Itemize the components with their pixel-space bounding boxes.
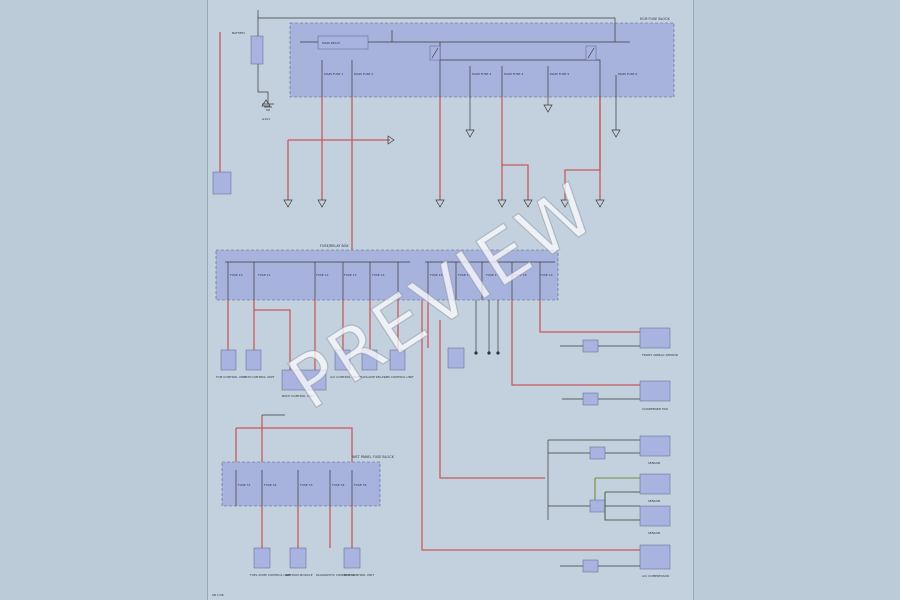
left-component-5-label: HEADLAMP RELAY (358, 375, 385, 379)
right-component-3-label: SENSOR (648, 461, 660, 465)
right-component-1-label: FRONT AIRBAG SENSOR (642, 353, 678, 357)
red-wire-g (502, 164, 529, 200)
mid-fuse-drops (227, 262, 541, 300)
top-fuse-taps (321, 60, 617, 97)
left-component-6 (389, 349, 406, 371)
ground-symbols (261, 99, 621, 208)
mid-fuse-label-1: FUSE 10 (230, 273, 243, 277)
lower-red-bus (235, 415, 353, 462)
mid-red-10 (439, 320, 545, 479)
lower-component-4-label: TCM CONTROL UNIT (343, 573, 374, 577)
left-component-5 (361, 349, 378, 371)
battery-label: BATTERY (232, 31, 245, 35)
battery-wire (257, 18, 269, 104)
top-module-label: ECM FUSE BLOCK (640, 17, 670, 21)
top-fuse-label-1: MAIN FUSE 1 (324, 72, 343, 76)
mid-component-abs (447, 347, 465, 369)
mid-red-11 (511, 300, 640, 386)
relay-2-contact (587, 47, 595, 59)
right-connectors (582, 339, 606, 573)
mid-fuse-label-2: FUSE 11 (258, 273, 271, 277)
mid-fuse-label-3: FUSE 12 (316, 273, 329, 277)
mid-black-13 (475, 300, 499, 352)
left-component-4-label: A/C CONTROL UNIT (330, 375, 359, 379)
left-component-6-label: ABS CONTROL UNIT (384, 375, 414, 379)
mid-module-label: FUSE/RELAY BOX (320, 244, 349, 248)
top-fuse-label-2: MAIN FUSE 2 (354, 72, 373, 76)
arrow-head (387, 135, 395, 145)
ground-symbol-left (262, 103, 274, 111)
mid-fuse-label-7: FUSE 16 (458, 273, 471, 277)
left-component-2 (245, 349, 262, 371)
lower-fuse-label-3: FUSE 33 (300, 483, 313, 487)
lower-fuse-label-1: FUSE 31 (238, 483, 251, 487)
mid-fuse-label-9: FUSE 18 (514, 273, 527, 277)
top-fuse-label-3: MAIN FUSE 3 (472, 72, 491, 76)
right-green-1 (594, 477, 640, 500)
right-component-4-label: SENSOR (648, 499, 660, 503)
lower-component-2-label: IGNITION MODULE (285, 573, 313, 577)
lower-red-out (261, 506, 353, 548)
left-component-1-label: TCM CONTROL UNIT (215, 375, 246, 379)
lower-components (253, 547, 361, 569)
mid-red-9 (421, 300, 640, 551)
right-component-5-label: SENSOR (648, 531, 660, 535)
right-component-2-label: CONDENSER FAN (642, 407, 668, 411)
junction-dots (474, 351, 500, 355)
lower-component-3-label: DIAGNOSTIC CONNECTOR (316, 573, 355, 577)
main-relay-bar (317, 35, 369, 50)
left-component-3-label: BODY CONTROL UNIT (282, 394, 314, 398)
mid-fuse-label-10: FUSE 19 (540, 273, 553, 277)
top-fuse-label-4: MAIN FUSE 4 (504, 72, 523, 76)
lower-component-1-label: FUEL PUMP CONTROL UNIT (250, 573, 291, 577)
left-component-4 (334, 349, 351, 371)
right-wire-3 (547, 439, 640, 520)
right-components (639, 327, 671, 570)
lower-fuse-label-4: FUSE 34 (332, 483, 345, 487)
mid-fuse-label-6: FUSE 15 (430, 273, 443, 277)
mid-red-12 (539, 300, 640, 333)
main-relay-label: MAIN RELAY (322, 41, 340, 45)
ground-left-label: G101 (262, 117, 270, 121)
left-component-1 (220, 349, 237, 371)
mid-fuse-module (215, 249, 559, 301)
right-component-6-label: A/C COMPRESSOR (642, 574, 669, 578)
lower-fuse-label-2: FUSE 32 (264, 483, 277, 487)
top-fuse-label-6: MAIN FUSE 6 (618, 72, 637, 76)
battery-component (250, 35, 264, 65)
left-component-2-label: ECM CONTROL UNIT (244, 375, 274, 379)
right-green-2 (604, 491, 640, 521)
mid-fuse-label-8: FUSE 17 (486, 273, 499, 277)
top-bus-wire (257, 10, 616, 42)
mid-fuse-label-4: FUSE 13 (344, 273, 357, 277)
relay-1-contact (431, 47, 439, 59)
lower-module-label: INST PANEL FUSE BLOCK (352, 455, 395, 459)
lower-fuse-drops (235, 470, 353, 506)
sheet-code: SB 1/36 (212, 593, 224, 597)
left-sensor-box (212, 171, 232, 195)
lower-fuse-module (221, 461, 381, 507)
mid-fuse-label-5: FUSE 14 (372, 273, 385, 277)
mid-red-3 (254, 309, 291, 370)
top-fuse-label-5: MAIN FUSE 5 (550, 72, 569, 76)
left-component-3 (281, 369, 327, 391)
lower-fuse-label-5: FUSE 35 (354, 483, 367, 487)
